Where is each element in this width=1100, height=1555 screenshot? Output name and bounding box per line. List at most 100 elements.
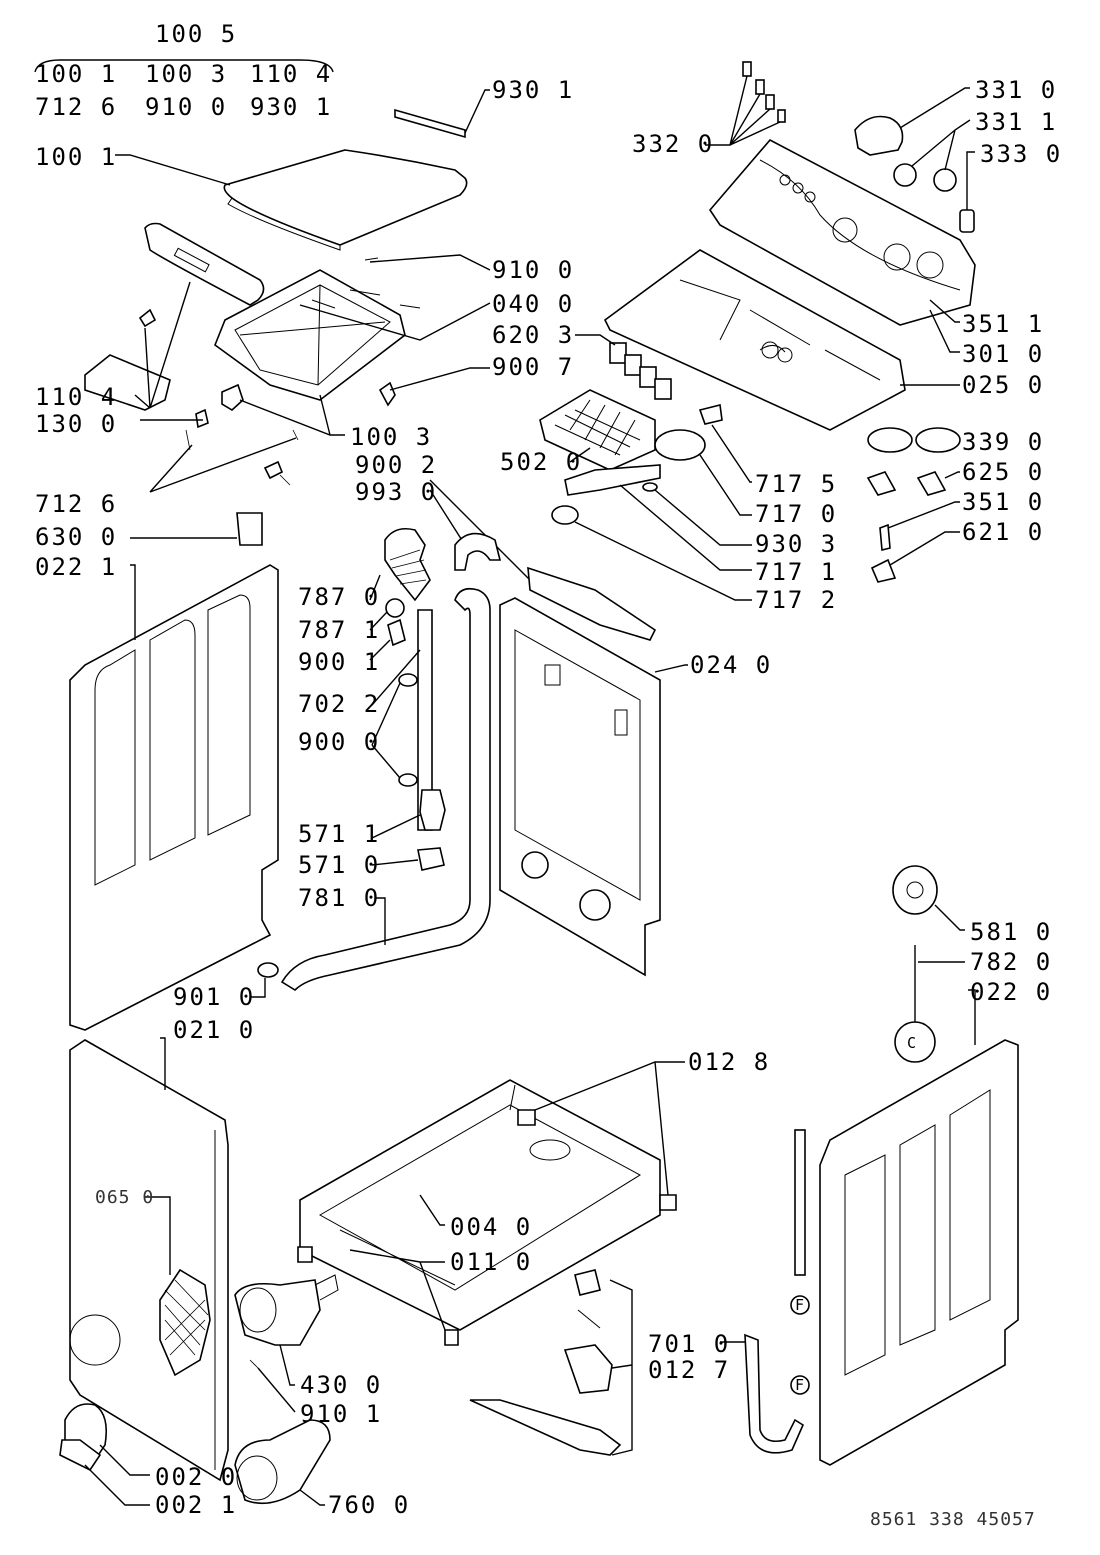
leader-011-0 [349, 1249, 446, 1331]
part-065-0-label-patch [159, 1268, 211, 1377]
part-712-6-spring [263, 460, 284, 480]
part-301-0-led-3 [804, 191, 816, 203]
part-110-4-slot [173, 247, 210, 273]
label-012-7: 012 7 [648, 1356, 730, 1384]
leader-581-0 [934, 904, 965, 931]
part-024-0-rear-panel-inner [514, 629, 641, 901]
label-571-1: 571 1 [298, 820, 380, 848]
leader-022-1 [130, 564, 136, 640]
label-571-0: 571 0 [298, 851, 380, 879]
label-701-0: 701 0 [648, 1330, 730, 1358]
label-900-2: 900 2 [355, 451, 437, 479]
part-012-7-pin [577, 1309, 601, 1329]
leader-787-0 [369, 574, 381, 601]
part-712-6-pins [185, 429, 299, 486]
part-930-1-strip [394, 108, 466, 139]
leader-901-0 [250, 978, 266, 998]
part-shock-rod [794, 1129, 806, 1276]
part-339-0-cap-1 [867, 427, 913, 453]
label-717-0: 717 0 [755, 500, 837, 528]
label-022-0: 022 0 [970, 978, 1052, 1006]
part-701-0-inlet-hose [744, 1333, 805, 1454]
label-621-0: 621 0 [962, 518, 1044, 546]
part-012-8-foot-1 [517, 1109, 536, 1126]
label-717-2: 717 2 [755, 586, 837, 614]
mark-circle-f1 [790, 1295, 810, 1315]
mark-circle-c-text: C [907, 1034, 916, 1052]
leader-900-7 [389, 367, 490, 391]
part-620-3-switch-1 [609, 342, 627, 364]
label-782-0: 782 0 [970, 948, 1052, 976]
label-011-0: 011 0 [450, 1248, 532, 1276]
part-717-1-lever [564, 464, 661, 496]
leader-620-3 [575, 334, 616, 346]
label-333-0: 333 0 [980, 140, 1062, 168]
label-339-0: 339 0 [962, 428, 1044, 456]
part-022-0-panel-ribs [844, 1089, 991, 1376]
leader-065-0 [145, 1196, 171, 1275]
leader-571-1 [371, 814, 421, 839]
label-100-1: 100 1 [35, 143, 117, 171]
mark-circle-c [894, 1021, 936, 1063]
part-331-0-knob [854, 115, 904, 156]
part-022-1-side-panel [69, 564, 279, 1031]
part-581-0-sensor [892, 865, 938, 915]
label-781-0: 781 0 [298, 884, 380, 912]
mark-circle-f2-text: F [795, 1376, 804, 1394]
part-760-0-filter [234, 1419, 331, 1505]
label-930-3: 930 3 [755, 530, 837, 558]
leader-781-0 [375, 897, 386, 945]
label-760-0: 760 0 [328, 1491, 410, 1519]
group-row1-item-1: 100 1 [35, 60, 117, 88]
label-717-1: 717 1 [755, 558, 837, 586]
label-022-1: 022 1 [35, 553, 117, 581]
part-025-0-hub-2 [777, 347, 793, 363]
part-581-0-sensor-core [906, 881, 924, 899]
part-339-0-cap-2 [915, 427, 961, 453]
leader-012-7 [609, 1279, 633, 1456]
part-024-0-port-1 [521, 851, 549, 879]
leader-002-0 [99, 1444, 150, 1476]
leader-900-1 [369, 639, 391, 661]
part-004-0-base-frame [299, 1079, 661, 1331]
label-040-0: 040 0 [492, 290, 574, 318]
part-993-0-hose [454, 532, 502, 571]
leader-332-0 [705, 75, 781, 146]
leader-351-1-301-0 [929, 299, 960, 353]
group-label: 100 5 [155, 20, 237, 48]
leader-002-1 [84, 1464, 150, 1506]
part-301-0-led-2 [792, 182, 804, 194]
label-002-1: 002 1 [155, 1491, 237, 1519]
part-930-3-spring [642, 482, 658, 492]
part-430-0-pump [234, 1279, 321, 1346]
label-130-0: 130 0 [35, 410, 117, 438]
leader-625-0 [944, 471, 960, 479]
part-024-0-port-2 [579, 889, 611, 921]
label-787-0: 787 0 [298, 583, 380, 611]
part-012-7-lever [469, 1399, 622, 1456]
part-717-5 [698, 404, 723, 425]
part-717-2-cup [551, 505, 579, 525]
part-910-0-screws [311, 257, 379, 309]
part-332-0-pin-4 [777, 109, 786, 123]
group-row1-item-3: 110 4 [250, 60, 332, 88]
part-301-0-dial-2 [883, 243, 911, 271]
part-024-0-cutout-1 [544, 664, 561, 686]
part-110-4-clip [138, 308, 157, 328]
leader-621-0 [889, 531, 960, 566]
part-065-0-hatching [164, 1279, 209, 1356]
part-004-0-hub [529, 1139, 571, 1161]
leader-760-0 [299, 1489, 325, 1506]
part-024-0-rear-panel [499, 597, 661, 977]
label-024-0: 024 0 [690, 651, 772, 679]
leader-331-1 [911, 119, 971, 171]
leader-110-4 [134, 281, 191, 409]
part-900-2-bracket [527, 566, 657, 641]
part-100-1-lid [223, 149, 468, 246]
part-332-0-pin-2 [755, 79, 765, 95]
part-024-0-cutout-2 [614, 709, 628, 736]
leader-712-6 [149, 437, 297, 493]
leader-702-2 [371, 649, 421, 706]
leader-430-0 [279, 1344, 295, 1386]
